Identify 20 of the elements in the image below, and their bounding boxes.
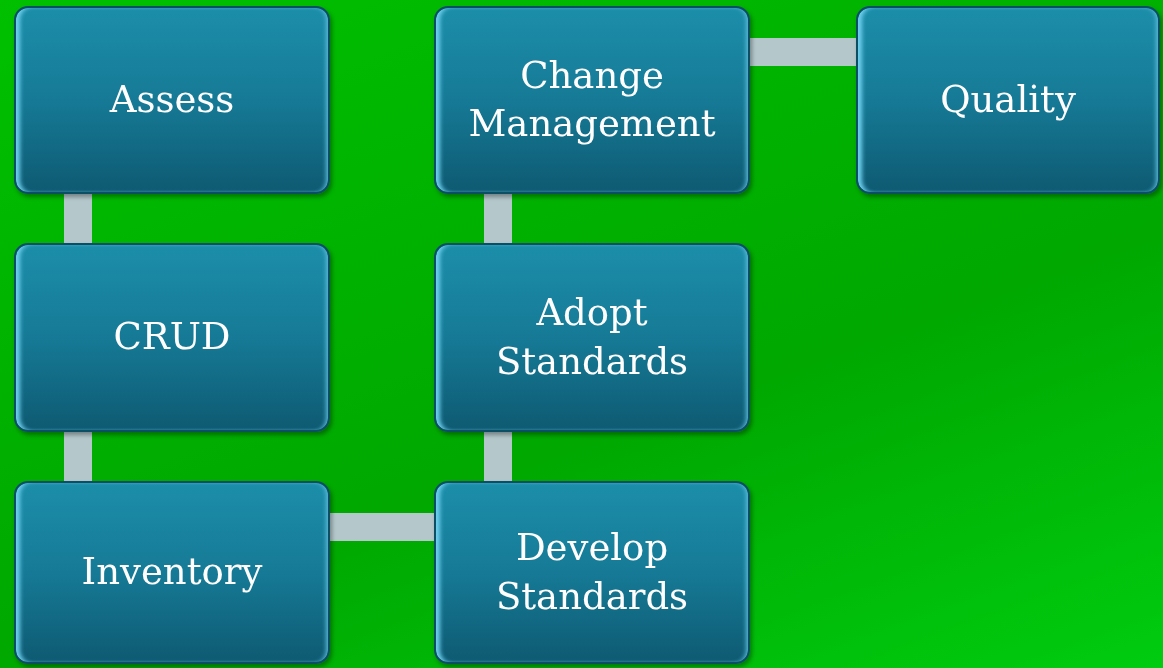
box-label: Inventory bbox=[81, 549, 263, 596]
connector-bar bbox=[484, 194, 512, 243]
connector-bar bbox=[64, 432, 92, 481]
process-box bbox=[856, 6, 1160, 194]
process-box bbox=[14, 481, 330, 664]
box-label: Quality bbox=[940, 76, 1076, 123]
box-label: Develop Standards bbox=[494, 525, 690, 620]
process-box bbox=[434, 243, 750, 432]
process-box bbox=[14, 6, 330, 194]
process-box bbox=[14, 243, 330, 432]
connector-bar bbox=[484, 432, 512, 481]
process-box bbox=[434, 481, 750, 664]
box-label: Adopt Standards bbox=[494, 290, 690, 385]
process-box bbox=[434, 6, 750, 194]
connector-bar bbox=[750, 38, 856, 66]
box-label: Assess bbox=[109, 76, 235, 123]
connector-bar bbox=[330, 513, 434, 541]
connector-bar bbox=[64, 194, 92, 243]
box-label: CRUD bbox=[113, 314, 231, 361]
box-label: Change Management bbox=[467, 52, 717, 147]
